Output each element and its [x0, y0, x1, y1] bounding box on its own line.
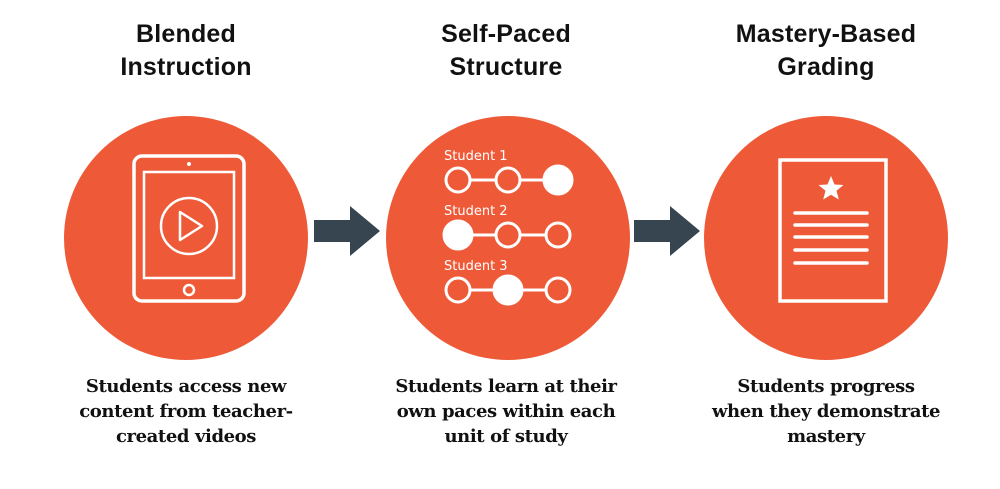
step-description: Students progress when they demonstrate …: [686, 374, 966, 449]
step-title-line: Instruction: [120, 53, 252, 81]
step-title: Self-Paced Structure: [366, 18, 646, 84]
description-line: when they demonstrate: [711, 401, 941, 422]
description-line: unit of study: [444, 426, 568, 447]
student-label: Student 1: [444, 149, 508, 164]
step-circle: [64, 116, 308, 360]
step-title-line: Structure: [449, 53, 563, 81]
student-row: Student 3: [444, 259, 572, 306]
step-description: Students learn at their own paces within…: [366, 374, 646, 449]
graded-document-icon: [778, 158, 888, 303]
arrow-right-icon: [634, 204, 704, 258]
student-progress-icon: Student 1 Student 2 Student 3: [442, 149, 574, 306]
progress-node: [544, 276, 572, 304]
student-row: Student 2: [442, 204, 572, 251]
description-line: mastery: [787, 426, 865, 447]
description-line: Students access new: [85, 376, 287, 397]
description-line: Students progress: [737, 376, 915, 397]
description-line: own paces within each: [396, 401, 616, 422]
description-line: content from teacher-: [79, 401, 293, 422]
step-title-line: Grading: [777, 53, 875, 81]
student-label: Student 3: [444, 259, 508, 274]
step-title: Mastery-Based Grading: [686, 18, 966, 84]
tablet-play-icon: [132, 154, 246, 303]
progress-node: [544, 221, 572, 249]
student-row: Student 1: [444, 149, 574, 196]
progress-node: [444, 166, 472, 194]
progress-node-current: [542, 164, 574, 196]
progress-node: [494, 221, 522, 249]
star-icon: [818, 176, 844, 200]
step-circle: [704, 116, 948, 360]
progress-node-current: [442, 219, 474, 251]
progress-node: [444, 276, 472, 304]
progress-node-current: [492, 274, 524, 306]
step-title-line: Blended: [135, 20, 237, 48]
step-title: Blended Instruction: [46, 18, 326, 84]
step-circle: Student 1 Student 2 Student 3: [386, 116, 630, 360]
arrow-right-icon: [314, 204, 384, 258]
step-title-line: Mastery-Based: [735, 20, 917, 48]
description-line: Students learn at their: [395, 376, 617, 397]
progress-node: [494, 166, 522, 194]
step-title-line: Self-Paced: [441, 20, 571, 48]
student-label: Student 2: [444, 204, 508, 219]
description-line: created videos: [115, 426, 257, 447]
step-description: Students access new content from teacher…: [46, 374, 326, 449]
